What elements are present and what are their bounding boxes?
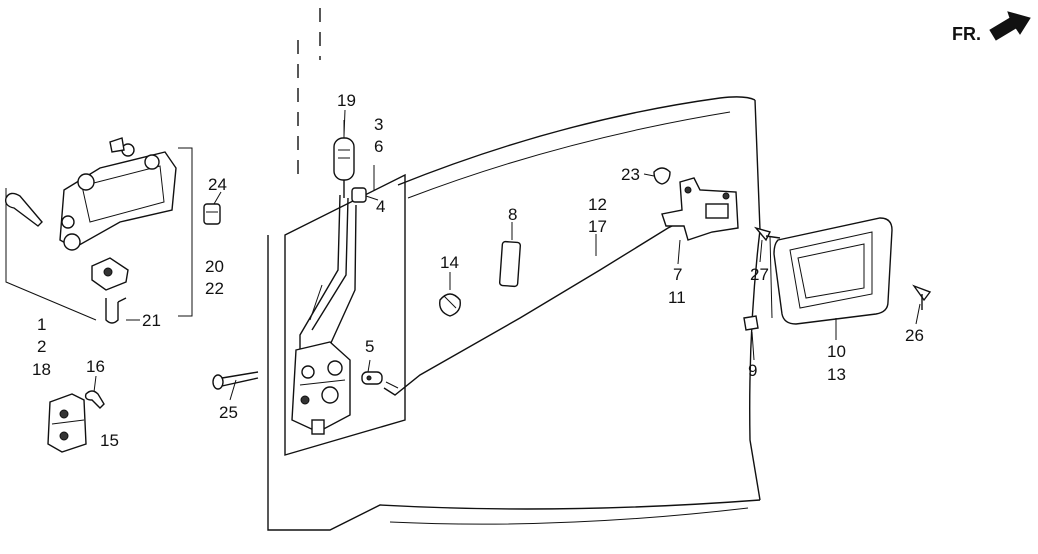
front-direction-indicator: FR. xyxy=(952,11,1031,44)
outer-handle-group-bracket xyxy=(5,147,193,321)
callout-21: 21 xyxy=(142,311,161,330)
callout-22: 22 xyxy=(205,279,224,298)
retainer-clip-part-21 xyxy=(105,297,127,324)
callout-24: 24 xyxy=(208,175,227,194)
callout-11: 11 xyxy=(668,288,686,307)
pad-part-8 xyxy=(498,240,522,288)
callout-18: 18 xyxy=(32,360,51,379)
callout-9: 9 xyxy=(748,361,757,380)
lock-cylinder xyxy=(91,257,129,291)
inner-handle-bracket-part-7 xyxy=(661,177,739,241)
callout-15: 15 xyxy=(100,431,119,450)
joint-clip-part-5 xyxy=(361,371,383,385)
callout-23: 23 xyxy=(621,165,640,184)
cap-part-9 xyxy=(743,315,759,331)
callout-4: 4 xyxy=(376,197,385,216)
front-arrow-icon xyxy=(989,11,1031,41)
callout-2: 2 xyxy=(37,337,46,356)
callout-3: 3 xyxy=(374,115,383,134)
callout-16: 16 xyxy=(86,357,105,376)
callout-14: 14 xyxy=(440,253,459,272)
screw-part-26 xyxy=(912,284,932,310)
callout-27: 27 xyxy=(750,265,769,284)
callout-8: 8 xyxy=(508,205,517,224)
callout-5: 5 xyxy=(365,337,374,356)
callout-10: 10 xyxy=(827,342,846,361)
callout-17: 17 xyxy=(588,217,607,236)
callout-1: 1 xyxy=(37,315,46,334)
rod-clip-part-4 xyxy=(351,187,379,203)
rod-holder-part-14 xyxy=(439,293,461,317)
inner-handle-cover-part-10 xyxy=(769,217,893,325)
door-panel-outline xyxy=(267,8,761,531)
callout-26: 26 xyxy=(905,326,924,345)
clip-part-23 xyxy=(653,167,671,185)
striker-part-15 xyxy=(47,393,87,453)
callout-6: 6 xyxy=(374,137,383,156)
pin-part-16 xyxy=(84,390,105,409)
lock-rods xyxy=(299,194,357,355)
outer-door-handle xyxy=(59,137,177,251)
door-key xyxy=(4,192,43,227)
screw-part-27 xyxy=(754,226,781,242)
callout-12: 12 xyxy=(588,195,607,214)
callout-20: 20 xyxy=(205,257,224,276)
callout-labels: 19 3 6 4 5 14 8 12 17 23 7 11 27 9 10 13… xyxy=(32,91,924,450)
bolt-part-24 xyxy=(203,203,221,225)
callout-25: 25 xyxy=(219,403,238,422)
door-latch-assembly xyxy=(291,341,351,435)
callout-19: 19 xyxy=(337,91,356,110)
pin-part-25 xyxy=(212,371,259,390)
inner-handle-rod-part-12 xyxy=(383,221,681,396)
callout-13: 13 xyxy=(827,365,846,384)
svg-text:FR.: FR. xyxy=(952,24,981,44)
leader-lines xyxy=(41,109,921,401)
callout-7: 7 xyxy=(673,265,682,284)
